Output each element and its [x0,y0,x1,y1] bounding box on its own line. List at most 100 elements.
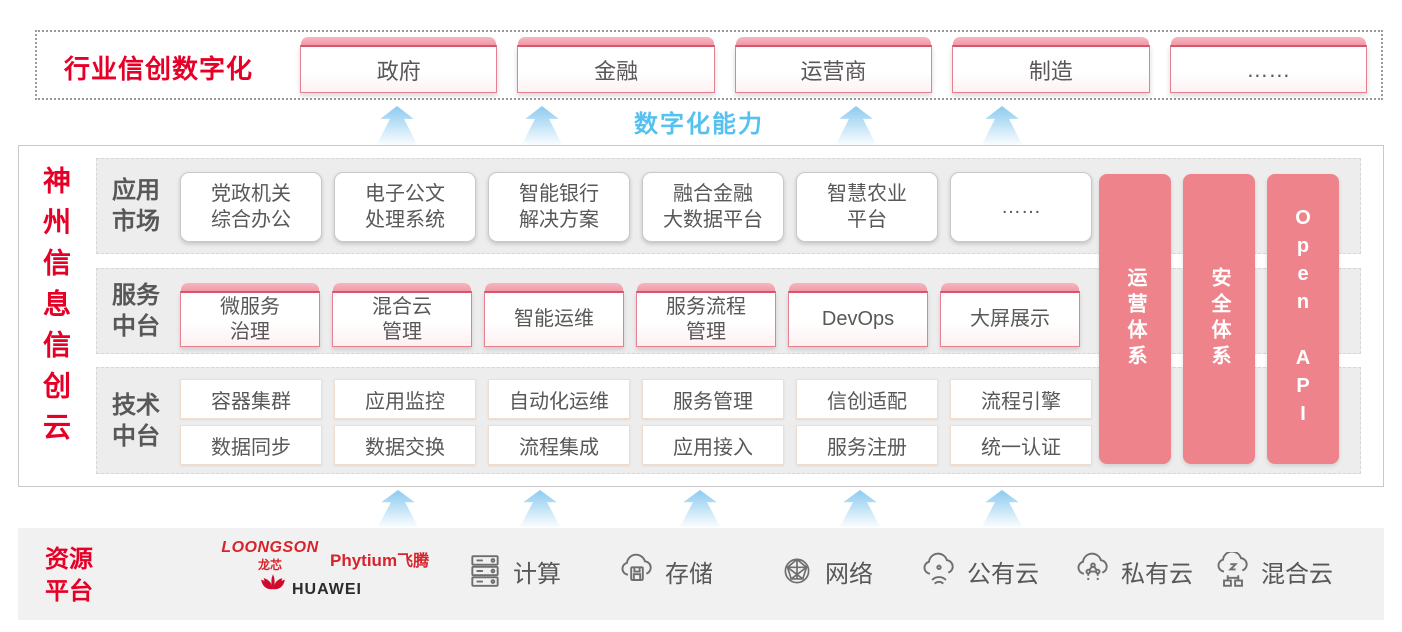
up-arrow-icon [519,490,561,527]
tech-platform-row-2: 数据同步数据交换流程集成应用接入服务注册统一认证 [180,425,1092,465]
service-box-label: 混合云 管理 [332,291,472,347]
resource-band: 资源平台 LOONGSON 龙芯 Phytium飞腾 HUAWEI 计算 存储 网络… [18,528,1384,620]
tech-platform-item: 数据同步 [180,425,322,465]
tech-platform-item: 应用接入 [642,425,784,465]
app-market-boxes: 党政机关 综合办公电子公文 处理系统智能银行 解决方案融合金融 大数据平台智慧农… [180,172,1092,242]
service-platform-item: 混合云 管理 [332,283,472,347]
resource-item-label: 网络 [825,560,873,588]
tech-platform-item: 流程引擎 [950,379,1092,419]
resource-item-label: 混合云 [1261,560,1333,588]
sector-label: 金融 [517,45,715,93]
service-box-cap [485,283,623,291]
tech-platform-item: 流程集成 [488,425,630,465]
hybrid-cloud-icon [1214,552,1252,590]
service-box-cap [637,283,775,291]
digital-capability-label: 数字化能力 [634,111,764,138]
app-market-item: 智能银行 解决方案 [488,172,630,242]
loongson-cn-label: 龙芯 [257,558,282,572]
huawei-flower-icon [260,574,286,605]
resource-item: 存储 [618,552,713,590]
tech-platform-item: 统一认证 [950,425,1092,465]
tech-platform-label: 技术中台 [112,391,160,450]
sector-label: 运营商 [734,45,933,93]
huawei-wordmark: HUAWEI [292,580,362,598]
tech-platform-item: 应用监控 [334,379,476,419]
open-api-pillar: Open API [1267,174,1339,464]
sector-box: …… [1169,37,1368,93]
up-arrow-icon [981,490,1023,527]
up-arrow-icon [521,106,563,145]
private-cloud-icon [1074,552,1112,590]
up-arrow-icon [679,490,721,527]
tech-platform-item: 数据交换 [334,425,476,465]
sector-box: 金融 [517,37,715,93]
resource-item: 混合云 [1214,552,1333,590]
sector-box-cap [735,37,932,45]
app-market-item: …… [950,172,1092,242]
sector-box-cap [301,37,497,45]
resource-item: 计算 [466,552,561,590]
sector-list: 政府金融运营商制造 …… [300,37,1368,93]
sector-label: 制造 [952,45,1150,93]
service-platform-item: 微服务 治理 [180,283,320,347]
service-platform-label: 服务中台 [112,281,160,340]
service-platform-item: 智能运维 [484,283,624,347]
up-arrow-icon [839,490,881,527]
sector-box: 运营商 [734,37,933,93]
pillar-label: Open API [1292,207,1314,431]
app-market-item: 智慧农业 平台 [796,172,938,242]
app-market-label: 应用市场 [112,176,160,235]
resource-item-label: 私有云 [1121,560,1193,588]
up-arrow-icon [376,106,418,145]
loongson-wordmark: LOONGSON [221,539,319,556]
service-box-label: 服务流程 管理 [636,291,776,347]
phytium-cn-label: 飞腾 [397,553,430,570]
tech-platform-band: 技术中台 容器集群应用监控自动化运维服务管理信创适配流程引擎 数据同步数据交换流… [96,367,1361,474]
tech-platform-item: 服务管理 [642,379,784,419]
sector-box-cap [518,37,714,45]
tech-platform-item: 信创适配 [796,379,938,419]
service-box-cap [181,283,319,291]
security-system-pillar: 安全体系 [1183,174,1255,464]
resource-item: 私有云 [1074,552,1193,590]
resource-item: 公有云 [920,552,1039,590]
sector-box-cap [953,37,1149,45]
huawei-logo: HUAWEI [260,574,362,605]
industry-band-title: 行业信创数字化 [64,54,254,84]
phytium-logo: Phytium飞腾 [330,547,429,571]
up-arrow-icon [981,106,1023,145]
resource-item-label: 计算 [513,560,561,588]
storage-cloud-icon [618,552,656,590]
tech-platform-item: 服务注册 [796,425,938,465]
phytium-wordmark: Phytium [330,551,398,570]
service-box-label: 智能运维 [484,291,624,347]
up-arrow-icon [377,490,419,527]
loongson-logo: LOONGSON 龙芯 [214,539,326,573]
service-box-cap [941,283,1079,291]
resource-item: 网络 [778,552,873,590]
up-arrow-icon [835,106,877,145]
network-icon [778,552,816,590]
resource-item-label: 公有云 [967,560,1039,588]
sector-box-cap [1170,37,1367,45]
sector-label: 政府 [300,45,498,93]
tech-platform-item: 自动化运维 [488,379,630,419]
service-box-label: DevOps [788,291,928,347]
industry-band: 行业信创数字化 政府金融运营商制造 …… [35,30,1383,100]
service-platform-item: 服务流程 管理 [636,283,776,347]
cloud-platform-panel: 神州信息信创云 应用市场 党政机关 综合办公电子公文 处理系统智能银行 解决方案… [18,145,1384,487]
resource-band-label: 资源平台 [45,546,93,606]
pillar-label: 运营体系 [1124,267,1146,371]
app-market-item: 电子公文 处理系统 [334,172,476,242]
service-box-cap [789,283,927,291]
operation-system-pillar: 运营体系 [1099,174,1171,464]
sector-box: 制造 [952,37,1150,93]
app-market-band: 应用市场 党政机关 综合办公电子公文 处理系统智能银行 解决方案融合金融 大数据… [96,158,1361,254]
service-platform-item: DevOps [788,283,928,347]
tech-platform-item: 容器集群 [180,379,322,419]
service-box-label: 微服务 治理 [180,291,320,347]
public-cloud-icon [920,552,958,590]
